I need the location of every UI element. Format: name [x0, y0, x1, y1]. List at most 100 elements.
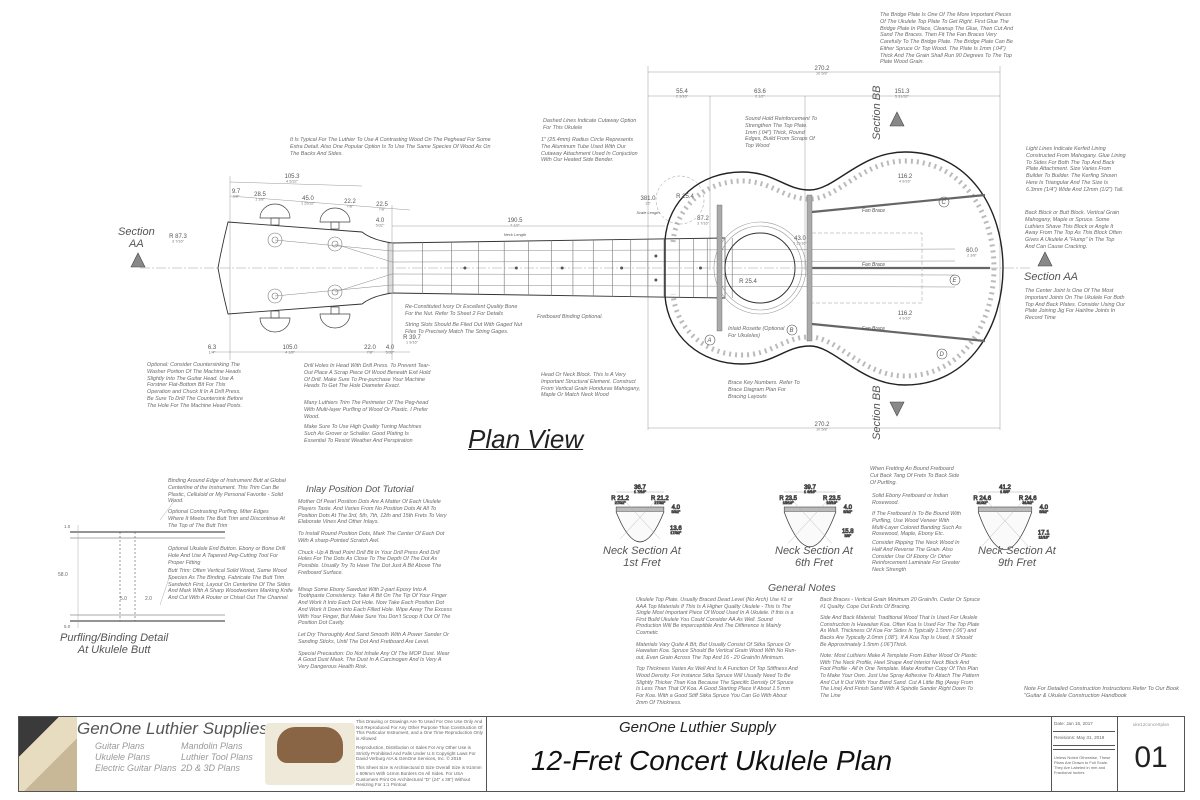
brace-key-b: B — [790, 328, 794, 334]
neck-section-1: 36.71 7/16"R 21.227/32"R 21.227/32"4.05/… — [611, 485, 683, 543]
title-line: Neck Section At — [978, 545, 1056, 557]
neck-section-dimension: 1 7/16" — [634, 490, 647, 494]
dimension-imperial: 10 5/8" — [816, 428, 829, 432]
dimension-imperial: 3 7/16" — [697, 222, 710, 226]
dimension-label: 43.0 — [794, 236, 806, 242]
dimension-label: R 87.3 — [169, 234, 187, 240]
neck-section-dimension: 15/16" — [826, 501, 838, 505]
dimension-imperial: 1 11/16" — [793, 242, 807, 246]
dimension-imperial: 4 5/32" — [286, 180, 299, 184]
sheet-number: 01 — [1134, 741, 1168, 774]
purfling-detail-title: Purfling/Binding Detail At Ukulele Butt — [60, 632, 168, 656]
link-guitar-plans[interactable]: Guitar Plans — [95, 741, 145, 751]
logo-guitar-image — [19, 717, 77, 791]
kerfed-lining — [670, 158, 997, 379]
dimension-imperial: 7/8" — [367, 351, 374, 355]
purfling-title-line2: At Ukulele Butt — [77, 644, 151, 656]
general-notes-title: General Notes — [768, 582, 836, 594]
neck-section-dimension: 5/8" — [844, 534, 851, 538]
inlay-paragraph: To Install Round Position Dots, Mark The… — [298, 531, 445, 544]
bridge-plate — [811, 232, 923, 304]
neck-section-dimension: 15/16" — [783, 501, 795, 505]
nut — [387, 242, 394, 294]
disclaimer: This Drawing or Drawings Are To Used For… — [356, 719, 484, 793]
inlay-paragraph: Mother Of Pearl Position Dots Are A Matt… — [298, 499, 447, 526]
dimension-label: 6.3 — [208, 345, 217, 351]
plan-title: 12-Fret Concert Ukulele Plan — [531, 745, 893, 776]
purfling-title-line1: Purfling/Binding Detail — [60, 632, 169, 644]
tuner-posts — [267, 232, 343, 304]
note-fretboard-binding: Fretboard Binding Optional. — [537, 314, 603, 320]
inlay-paragraph: Chuck -Up A Brad Point Drill Bit In Your… — [298, 549, 442, 576]
lower-transverse-brace — [806, 194, 813, 342]
dimension-label: 270.2 — [814, 66, 830, 72]
revisions: Revisions: May 31, 2019 — [1054, 735, 1105, 740]
note-inlaid-rosette: Inlaid Rosette (Optional For Ukuleles) — [728, 326, 785, 339]
dimension-imperial: 1 25/32" — [301, 202, 316, 206]
dimension-label: 4.0 — [386, 345, 395, 351]
general-note: Ukulele Top Plate. Usually Braced Dead L… — [636, 597, 794, 637]
position-dot — [654, 278, 658, 282]
neck-section-dimension: 31/32" — [1022, 501, 1034, 505]
position-dot — [698, 266, 702, 270]
fan-brace-label: Fan Brace — [862, 326, 885, 332]
neck-section-dimension: 5/32" — [843, 510, 852, 514]
dimension-imperial: 3/8" — [233, 195, 240, 199]
position-dot — [620, 266, 624, 270]
link-ukulele-plans[interactable]: Ukulele Plans — [95, 751, 151, 762]
inlay-paragraph: Special Precaution: Do Not Inhale Any Of… — [298, 650, 450, 671]
dimension-label: 60.0 — [966, 248, 978, 254]
footnote: Note For Detailed Construction Instructi… — [1024, 686, 1179, 699]
dimension-imperial: 4 1/8" — [285, 351, 295, 355]
cutaway-circle — [655, 175, 705, 225]
link-mandolin-plans[interactable]: Mandolin Plans — [181, 741, 243, 751]
link-2d-3d-plans[interactable]: 2D & 3D Plans — [181, 762, 241, 773]
title-line: 6th Fret — [794, 557, 833, 569]
purfling-note-butt-trim: Butt Trim: Often Vertical Solid Wood, Sa… — [168, 568, 293, 601]
note-back-block: Back Block or Butt Block. Vertical Grain… — [1025, 210, 1122, 250]
company-name: GenOne Luthier Supply — [619, 719, 776, 736]
dimension-imperial: 2 3/8" — [967, 254, 977, 258]
fan-brace-label: Fan Brace — [862, 208, 885, 214]
neck-section-dimension: 41.2 — [999, 485, 1011, 491]
dimension-label: 87.2 — [697, 216, 709, 222]
dimension-imperial: 15" — [645, 202, 651, 206]
note-drill-holes: Drill Holes In Head With Drill Press. To… — [304, 363, 431, 390]
note-trim-perimeter: Many Luthiers Trim The Perimeter Of The … — [304, 400, 429, 420]
fretboard-section — [977, 506, 1033, 513]
title-line: Neck Section At — [603, 545, 681, 557]
neck-section-dimension: 4.0 — [672, 505, 681, 511]
neck-section-dimension: 27/32" — [615, 501, 627, 505]
dimension-imperial: 2 3/16" — [676, 95, 689, 99]
dimension-label: 55.4 — [676, 89, 688, 95]
scale-note: Unless Noted Otherwise, These Plans Are … — [1054, 755, 1111, 775]
section-aa-right: Section AA — [1024, 271, 1078, 283]
inlay-paragraph: Let Dry Thoroughly And Sand Smooth With … — [298, 632, 449, 645]
neck-section-dimension: 17/32" — [670, 531, 682, 535]
neck-section-dimension: R 21.2 — [611, 496, 629, 502]
link-luthier-tool-plans[interactable]: Luthier Tool Plans — [181, 751, 253, 762]
date: Date: Jan 15, 2017 — [1054, 721, 1093, 726]
upper-transverse-brace — [716, 204, 723, 332]
section-aa-left: Section AA — [118, 226, 155, 250]
note-nut: Re-Constituted Ivory Or Excellent Qualit… — [405, 304, 518, 317]
links-col1: Guitar Plans Ukulele Plans Electric Guit… — [95, 741, 177, 773]
neck-section-dimension: 5/32" — [1039, 510, 1048, 514]
headstock — [217, 203, 393, 333]
neck-note-fretting: When Fretting An Bound Fretboard Cut Bac… — [870, 466, 960, 486]
dimension-imperial: 10 5/8" — [816, 72, 829, 76]
purfling-detail — [70, 499, 225, 628]
purfling-dim: 2.0 — [145, 596, 152, 602]
dimension-imperial: 5 31/32" — [895, 95, 910, 99]
neck-section-dimension: R 21.2 — [651, 496, 669, 502]
purfling-dim: 5.0 — [64, 624, 71, 629]
general-note: Materials Vary Quite A Bit, But Usually … — [636, 641, 797, 661]
note-peghead-wood: It Is Typical For The Luthier To Use A C… — [290, 137, 491, 157]
neck-note-ebony: Solid Ebony Fretboard or Indian Rosewood… — [872, 493, 949, 506]
fan-brace-label: Fan Brace — [862, 262, 885, 268]
dimension-label: 63.6 — [754, 89, 766, 95]
link-electric-guitar-plans[interactable]: Electric Guitar Plans — [95, 762, 177, 773]
neck-section-dimension: R 23.5 — [823, 496, 841, 502]
dimension-label: 28.5 — [254, 192, 266, 198]
